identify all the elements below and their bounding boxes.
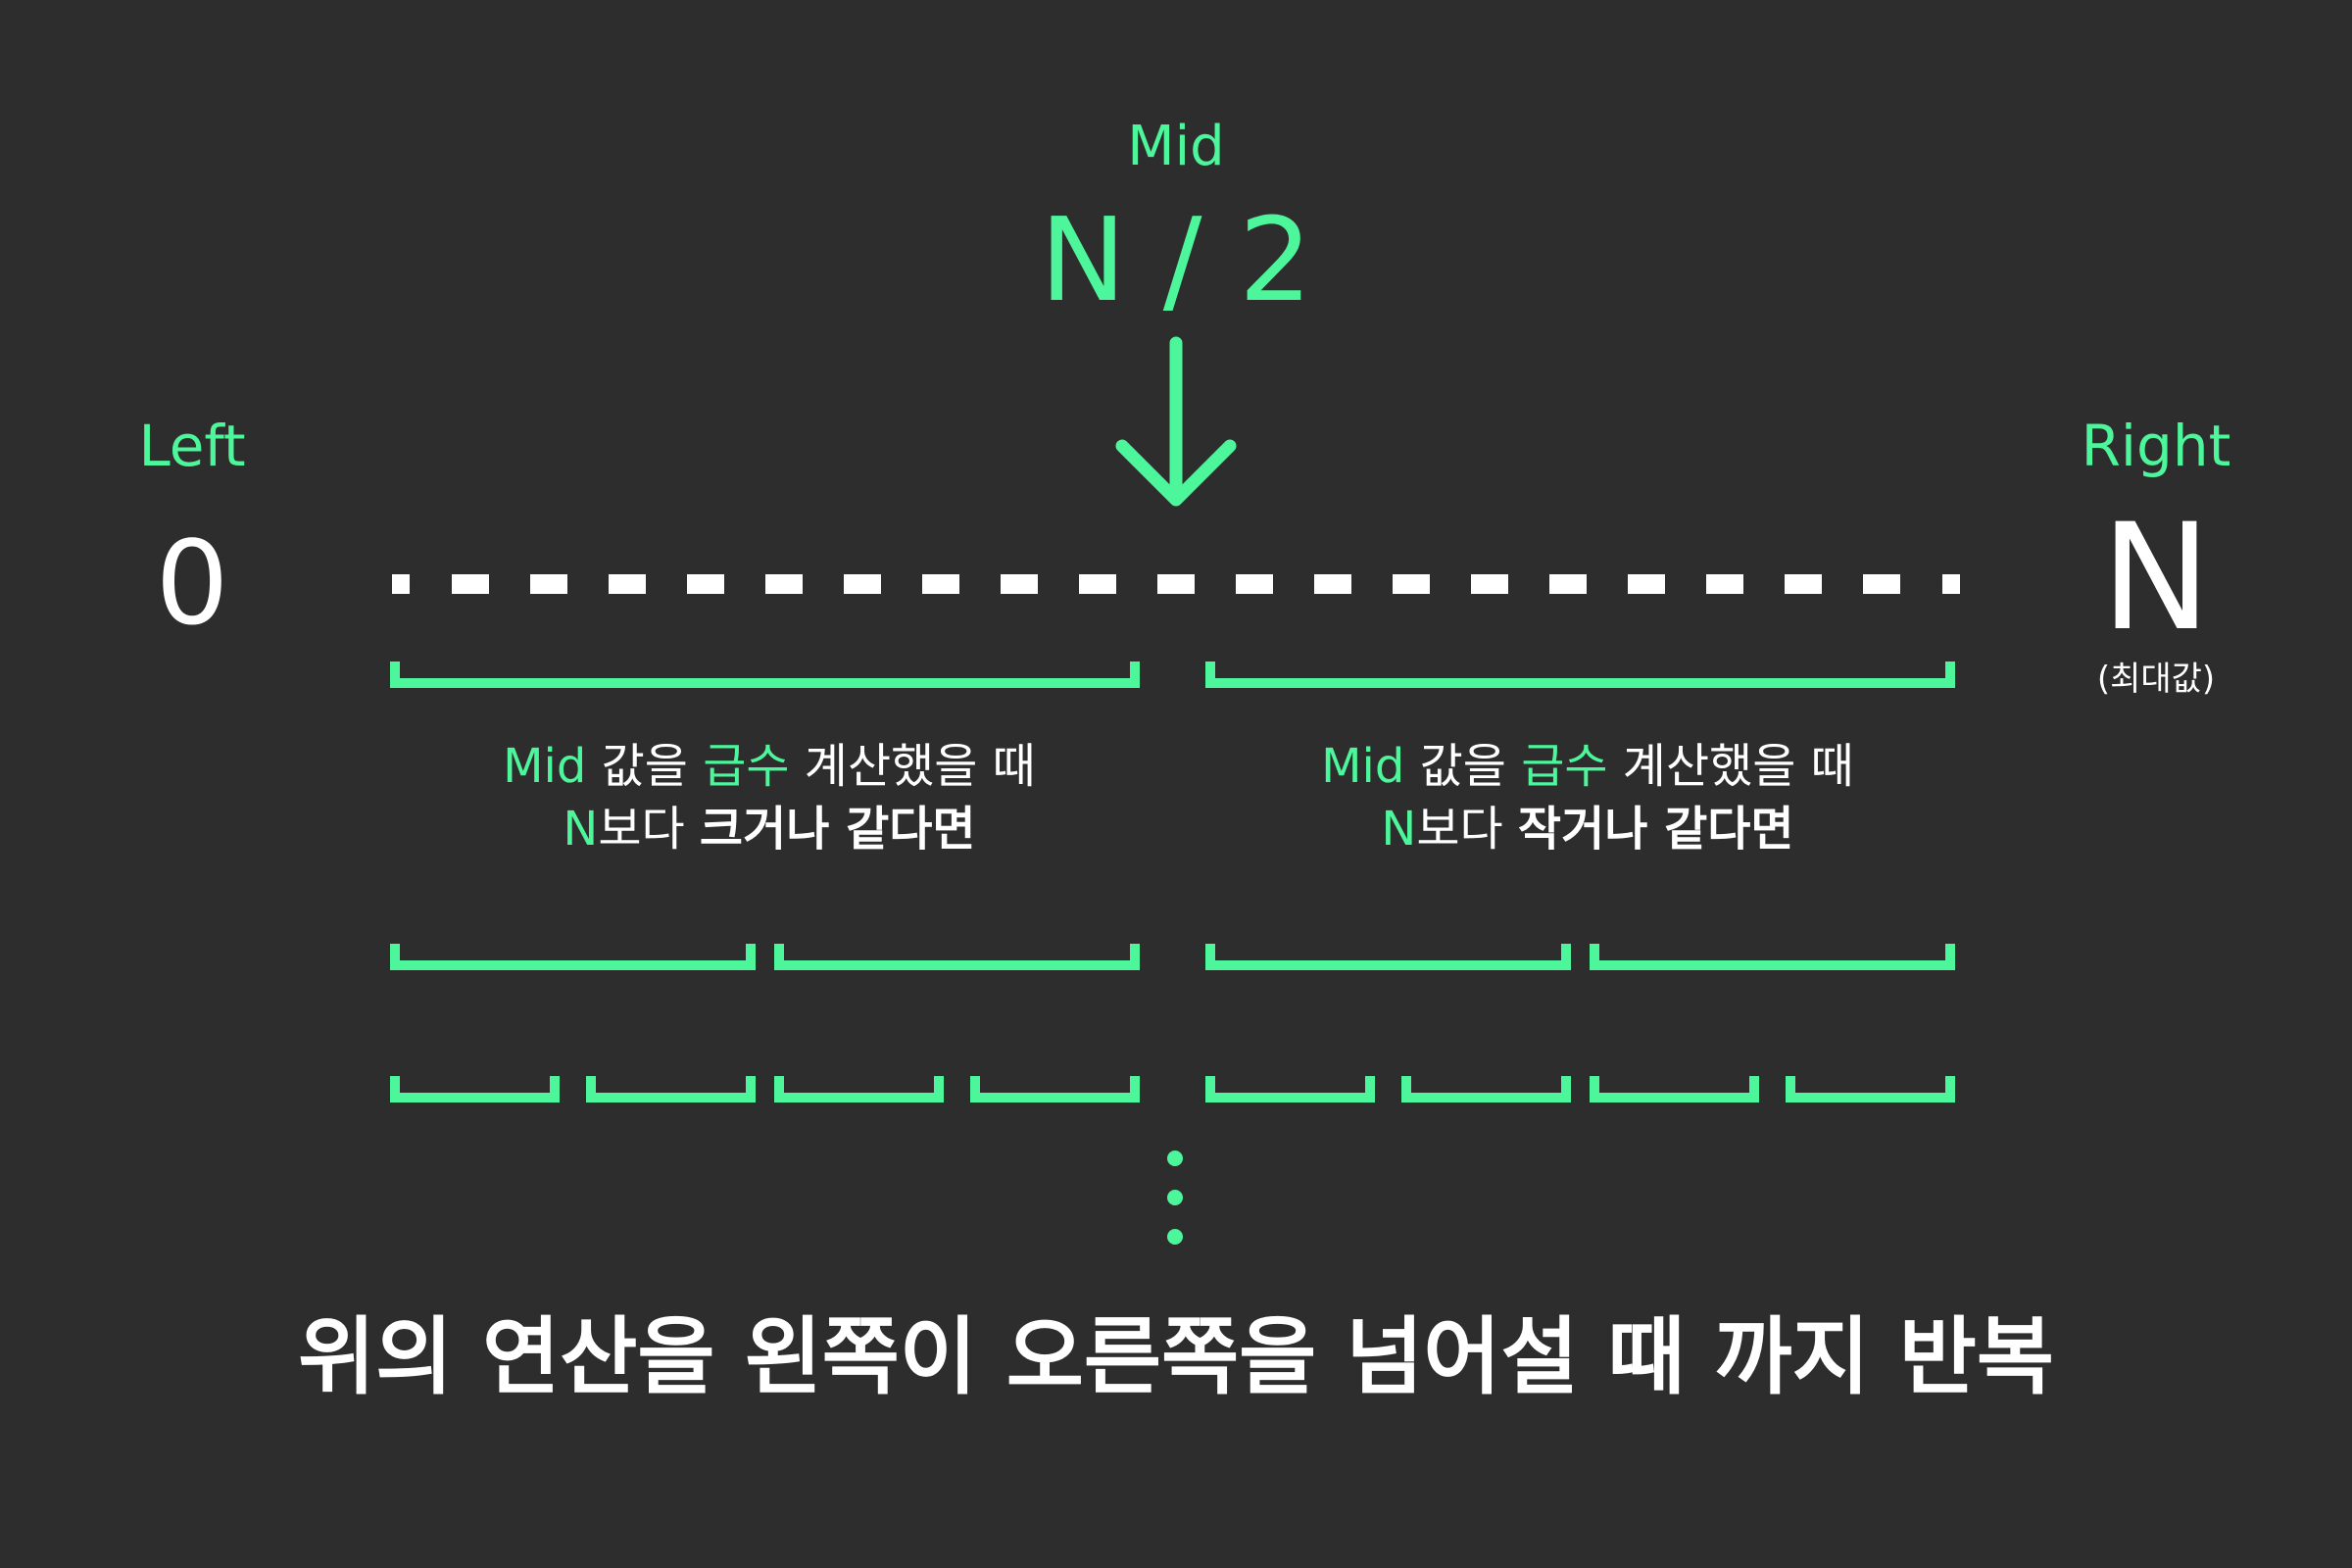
bracket-level3 bbox=[970, 1076, 1140, 1102]
bracket-level3 bbox=[1786, 1076, 1955, 1102]
left-value: 0 bbox=[155, 515, 229, 651]
n-term: N bbox=[1381, 802, 1417, 857]
left-branch-caption-line1: Mid 값을 급수 계산했을 때 bbox=[368, 735, 1171, 798]
left-label: Left bbox=[138, 413, 246, 479]
range-dashed-line bbox=[392, 574, 1960, 594]
down-arrow-icon bbox=[1115, 336, 1237, 507]
vertical-ellipsis-icon bbox=[1167, 1151, 1183, 1245]
series-term: 급수 bbox=[1521, 739, 1608, 794]
caption-text: 보다 bbox=[598, 802, 700, 857]
caption-text: 값을 bbox=[586, 739, 704, 794]
condition-text: 작거나 같다면 bbox=[1517, 802, 1794, 857]
right-branch-caption-line1: Mid 값을 급수 계산했을 때 bbox=[1186, 735, 1989, 798]
bracket-level3 bbox=[1205, 1076, 1375, 1102]
mid-term: Mid bbox=[1321, 739, 1405, 794]
right-branch-caption-line2: N보다 작거나 같다면 bbox=[1186, 798, 1989, 860]
caption-text: 계산했을 때 bbox=[789, 739, 1036, 794]
caption-text: 값을 bbox=[1404, 739, 1522, 794]
mid-term: Mid bbox=[503, 739, 587, 794]
bracket-level3 bbox=[774, 1076, 944, 1102]
right-max-note: (최대값) bbox=[2096, 660, 2216, 699]
bracket-level1-left bbox=[390, 662, 1140, 688]
left-branch-caption-line2: N보다 크거나 같다면 bbox=[368, 798, 1171, 860]
bracket-level1-right bbox=[1205, 662, 1955, 688]
bracket-level2 bbox=[1205, 944, 1571, 970]
caption-text: 계산했을 때 bbox=[1607, 739, 1854, 794]
right-value: N bbox=[2100, 493, 2212, 663]
mid-formula: N / 2 bbox=[1039, 192, 1313, 327]
right-label: Right bbox=[2081, 413, 2231, 479]
bracket-level3 bbox=[1401, 1076, 1571, 1102]
bracket-level3 bbox=[390, 1076, 560, 1102]
caption-text: 보다 bbox=[1416, 802, 1518, 857]
mid-label: Mid bbox=[1127, 115, 1225, 178]
bracket-level2 bbox=[774, 944, 1140, 970]
footer-text: 위의 연산을 왼쪽이 오른쪽을 넘어설 때 까지 반복 bbox=[298, 1308, 2054, 1406]
series-term: 급수 bbox=[703, 739, 790, 794]
bracket-level2 bbox=[390, 944, 756, 970]
bracket-level2 bbox=[1590, 944, 1955, 970]
bracket-level3 bbox=[586, 1076, 756, 1102]
n-term: N bbox=[563, 802, 599, 857]
condition-text: 크거나 같다면 bbox=[699, 802, 976, 857]
bracket-level3 bbox=[1590, 1076, 1759, 1102]
